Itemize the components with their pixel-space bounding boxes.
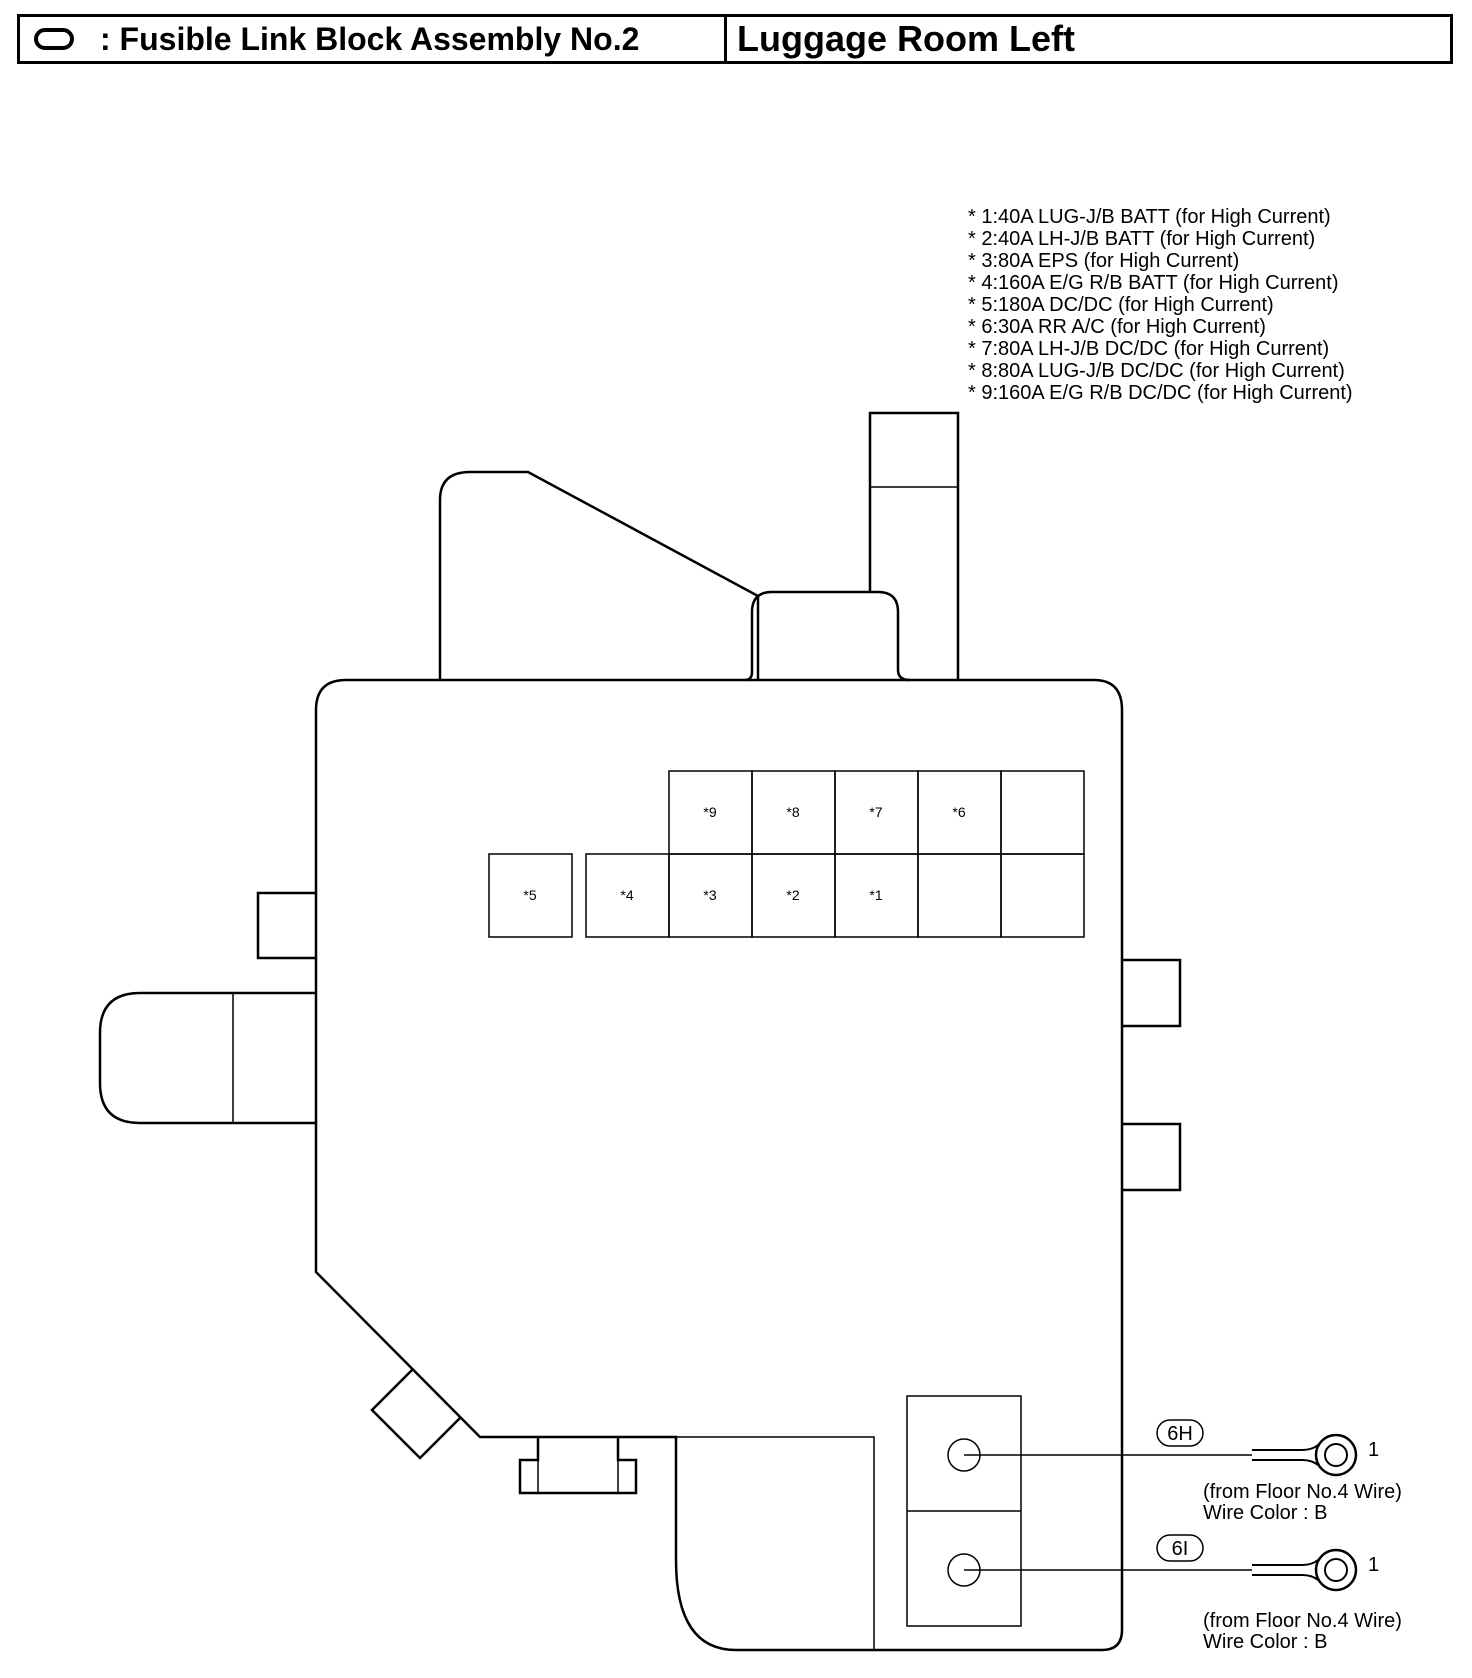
header-title: : Fusible Link Block Assembly No.2 [100,20,640,57]
legend-item: * 2:40A LH-J/B BATT (for High Current) [968,228,1316,250]
fuse-label-7: *7 [869,804,882,820]
wire-code-6i: 6I [1172,1538,1189,1560]
wire-source-6i: (from Floor No.4 Wire) [1203,1610,1402,1632]
fuse-label-1: *1 [869,887,882,903]
diagonal-connector [370,1369,461,1460]
fuse-label-5: *5 [523,887,536,903]
wire-code-badge-6i [1156,1534,1204,1562]
right-tab-lower [1122,1122,1182,1192]
wire-source-6h: (from Floor No.4 Wire) [1203,1481,1402,1503]
terminal-pin-6h: 1 [1368,1439,1379,1461]
fuse-label-8: *8 [786,804,799,820]
fuse-label-9: *9 [703,804,716,820]
fuse-slot-empty-bottom-2 [1000,853,1085,938]
fuse-slot-empty-bottom-1 [917,853,1002,938]
header-title-cell: : Fusible Link Block Assembly No.2 [20,17,727,61]
terminal-pin-6i: 1 [1368,1554,1379,1576]
header-location-cell: Luggage Room Left [727,17,1450,61]
bottom-interior-line [676,1436,875,1650]
bottom-clip [518,1437,638,1495]
ring-terminal-6h-icon [1314,1433,1358,1477]
legend-item: * 3:80A EPS (for High Current) [968,250,1240,272]
right-tab-upper [1122,958,1182,1028]
legend-item: * 8:80A LUG-J/B DC/DC (for High Current) [968,360,1345,382]
fuse-label-6: *6 [952,804,965,820]
top-right-connector [868,411,960,680]
header-location: Luggage Room Left [737,18,1075,59]
diagram-header: : Fusible Link Block Assembly No.2 Lugga… [17,14,1453,64]
legend-item: * 7:80A LH-J/B DC/DC (for High Current) [968,338,1330,360]
wire-color-6h: Wire Color : B [1203,1502,1327,1524]
legend-item: * 1:40A LUG-J/B BATT (for High Current) [968,206,1331,228]
fuse-label-3: *3 [703,887,716,903]
ring-terminal-6h-hole [1324,1443,1348,1467]
upper-center-bump [744,590,911,682]
fuse-label-2: *2 [786,887,799,903]
legend-item: * 5:180A DC/DC (for High Current) [968,294,1274,316]
wire-code-6h: 6H [1167,1423,1193,1445]
wire-color-6i: Wire Color : B [1203,1631,1327,1653]
left-small-tab [256,891,316,960]
ring-terminal-6i-hole [1324,1558,1348,1582]
legend-item: * 6:30A RR A/C (for High Current) [968,316,1266,338]
fuse-slot-empty-top [1000,770,1085,855]
upper-left-tab [438,470,760,680]
wire-code-badge-6h [1156,1419,1204,1447]
fuse-slot-5 [488,853,573,938]
left-large-connector [98,991,316,1125]
legend-item: * 4:160A E/G R/B BATT (for High Current) [968,272,1339,294]
ring-terminal-6i-icon [1314,1548,1358,1592]
fuse-legend: * 1:40A LUG-J/B BATT (for High Current) … [968,206,1353,404]
oval-connector-icon [34,28,74,50]
main-body-outline [314,678,1124,1652]
fuse-label-4: *4 [620,887,633,903]
legend-item: * 9:160A E/G R/B DC/DC (for High Current… [968,382,1353,404]
